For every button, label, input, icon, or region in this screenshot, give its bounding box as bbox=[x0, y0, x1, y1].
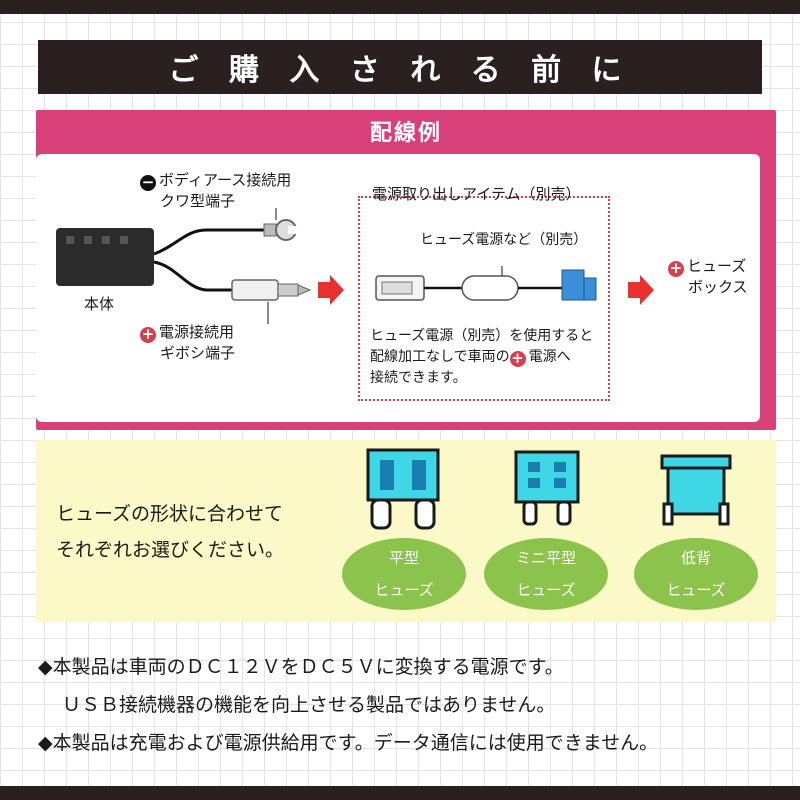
fuse-source-label: ヒューズ電源など（別売） bbox=[420, 232, 588, 248]
power-item-box bbox=[358, 196, 610, 401]
fuse-source-description: ヒューズ電源（別売）を使用すると 配線加工なしで車両の+電源へ 接続できます。 bbox=[370, 328, 594, 386]
fuse-type-standard: 平型 ヒューズ bbox=[342, 538, 466, 610]
bullet-terminal bbox=[231, 279, 279, 301]
note-line-3: ◆本製品は充電および電源供給用です。データ通信には使用できません。 bbox=[38, 732, 659, 754]
arrow-right-2 bbox=[628, 275, 654, 305]
bottom-frame-bar bbox=[0, 786, 800, 800]
page-title-text: ご 購 入 さ れ る 前 に bbox=[168, 53, 632, 88]
product-notes: ◆本製品は車両のＤＣ１２ＶをＤＣ５Ｖに変換する電源です。 ＵＳＢ接続機器の機能を… bbox=[38, 648, 778, 762]
fuse-type-panel: ヒューズの形状に合わせて それぞれお選びください。 平型 ヒューズ ミニ平型 ヒ… bbox=[36, 440, 776, 622]
minus-icon: − bbox=[140, 173, 156, 191]
power-cable bbox=[153, 260, 232, 292]
wiring-panel: 配線例 bbox=[36, 110, 776, 430]
mini-fuse-icon bbox=[514, 450, 580, 526]
wiring-title: 配線例 bbox=[369, 121, 442, 146]
earth-terminal-label: −ボディアース接続用 クワ型端子 bbox=[140, 171, 292, 210]
arrow-right-1 bbox=[318, 275, 344, 305]
fuse-type-low-profile: 低背 ヒューズ bbox=[634, 538, 758, 610]
plus-icon: + bbox=[509, 349, 526, 367]
wiring-illustration bbox=[56, 208, 654, 324]
plus-icon: + bbox=[668, 259, 684, 277]
earth-cable bbox=[153, 228, 264, 256]
spade-terminal bbox=[263, 223, 277, 237]
power-item-label: 電源取り出しアイテム（別売） bbox=[372, 185, 581, 203]
body-unit-label: 本体 bbox=[84, 295, 115, 313]
note-line-1: ◆本製品は車両のＤＣ１２ＶをＤＣ５Ｖに変換する電源です。 bbox=[38, 656, 564, 678]
wiring-diagram: −ボディアース接続用 クワ型端子 本体 +電源接続用 ギボシ端子 電源取り出しア… bbox=[36, 154, 760, 422]
body-unit-box bbox=[56, 228, 154, 286]
top-frame-bar bbox=[0, 0, 800, 14]
low-profile-fuse-icon bbox=[660, 454, 732, 526]
power-terminal-label: +電源接続用 ギボシ端子 bbox=[140, 323, 236, 362]
page-title: ご 購 入 さ れ る 前 に bbox=[38, 40, 762, 94]
plus-icon: + bbox=[140, 325, 156, 343]
standard-fuse-icon bbox=[366, 448, 440, 530]
fuse-instruction: ヒューズの形状に合わせて それぞれお選びください。 bbox=[56, 503, 285, 561]
fuse-box-label: +ヒューズ ボックス bbox=[668, 257, 748, 296]
note-line-2: ＵＳＢ接続機器の機能を向上させる製品ではありません。 bbox=[62, 694, 556, 716]
fuse-type-mini: ミニ平型 ヒューズ bbox=[484, 538, 608, 610]
